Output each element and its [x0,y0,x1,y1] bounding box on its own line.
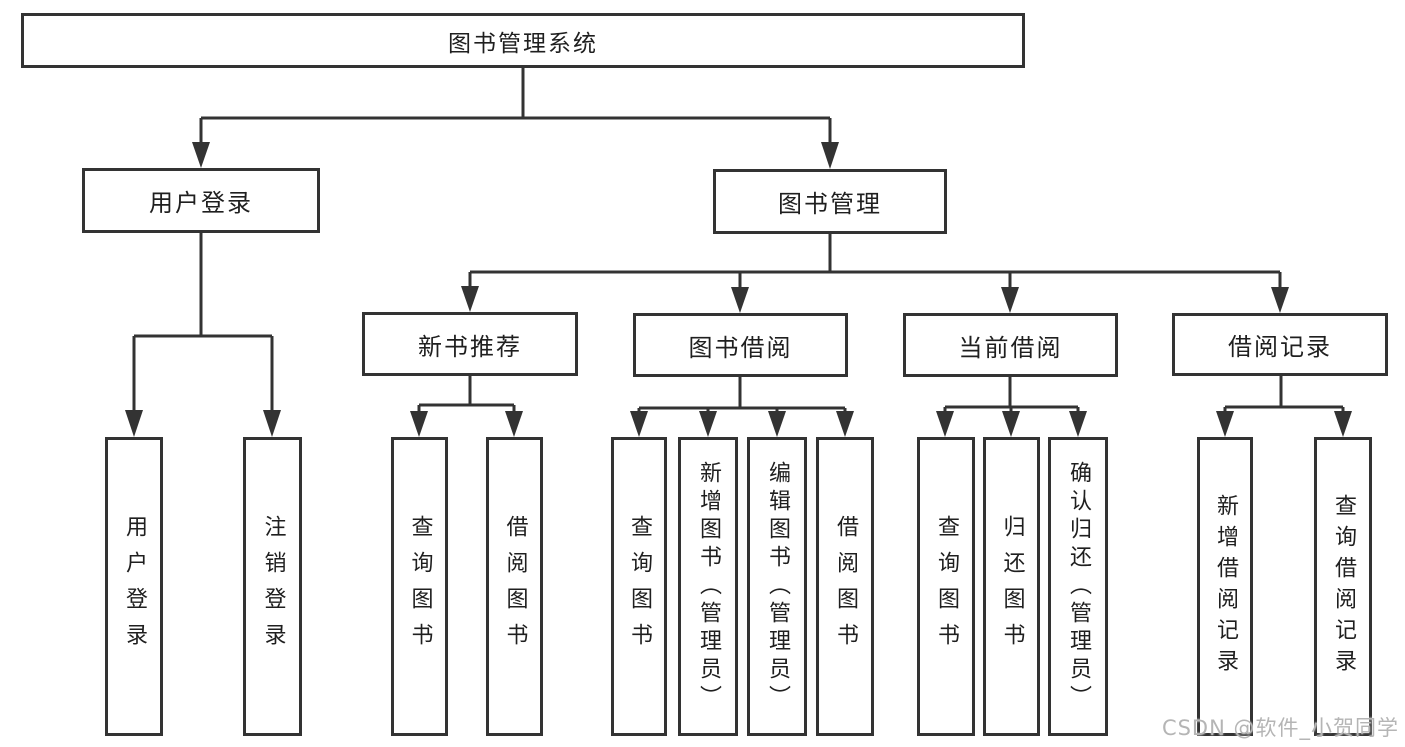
connector-records-to-leaves [1223,376,1345,413]
leaf-current-return-books: 归还图书 [983,437,1040,736]
arrowheads-current-leaves [936,411,1087,437]
arrowheads-level2 [192,142,839,169]
node-borrow-records: 借阅记录 [1172,313,1388,376]
leaf-newbook-borrow-books-label: 借阅图书 [502,514,528,659]
leaf-borrow-query-books-label: 查询图书 [627,514,652,659]
connector-book-mgmt-to-level3 [468,234,1282,288]
leaf-newbook-query-books: 查询图书 [391,437,448,736]
csdn-watermark: CSDN @软件_小贺同学 [1161,716,1399,740]
leaf-current-confirm-return-admin: 确认归还（管理员） [1048,437,1108,736]
leaf-newbook-borrow-books: 借阅图书 [486,437,543,736]
leaf-borrow-edit-books-admin-label: 编辑图书（管理员） [765,460,790,713]
leaf-records-query-record: 查询借阅记录 [1314,437,1372,736]
leaf-user-login-label: 用户登录 [122,514,147,659]
node-borrow-records-label: 借阅记录 [1228,333,1332,361]
leaf-records-query-record-label: 查询借阅记录 [1331,493,1356,680]
node-new-book-recommend: 新书推荐 [362,312,578,376]
node-user-login-group: 用户登录 [82,168,320,233]
leaf-newbook-query-books-label: 查询图书 [407,514,433,659]
node-book-borrow: 图书借阅 [633,313,848,377]
leaf-current-confirm-return-admin-label: 确认归还（管理员） [1066,460,1091,713]
node-book-management-group: 图书管理 [713,169,947,234]
leaf-records-add-record-label: 新增借阅记录 [1213,493,1238,680]
leaf-borrow-add-books-admin-label: 新增图书（管理员） [696,460,721,713]
node-book-management-group-label: 图书管理 [778,190,882,218]
arrowheads-records-leaves [1216,411,1352,437]
leaf-borrow-borrow-books: 借阅图书 [816,437,874,736]
node-current-borrow-label: 当前借阅 [958,333,1063,362]
leaf-borrow-edit-books-admin: 编辑图书（管理员） [747,437,807,736]
node-current-borrow: 当前借阅 [903,313,1118,377]
leaf-logout-label: 注销登录 [260,514,286,659]
arrowheads-borrow-leaves [630,411,854,437]
leaf-borrow-query-books: 查询图书 [611,437,667,736]
leaf-borrow-add-books-admin: 新增图书（管理员） [678,437,738,736]
leaf-user-login: 用户登录 [105,437,163,736]
node-book-borrow-label: 图书借阅 [688,333,793,362]
leaf-current-query-books-label: 查询图书 [934,514,959,659]
leaf-borrow-borrow-books-label: 借阅图书 [833,514,858,659]
node-library-system: 图书管理系统 [21,13,1025,68]
leaf-records-add-record: 新增借阅记录 [1197,437,1253,736]
connector-user-login-to-leaves [132,233,274,412]
leaf-logout: 注销登录 [243,437,302,736]
arrowheads-user-login-leaves [125,410,281,437]
node-library-system-label: 图书管理系统 [448,30,598,57]
connector-root-to-level2 [199,68,832,146]
node-new-book-recommend-label: 新书推荐 [418,332,522,361]
arrowheads-new-book-leaves [410,411,523,437]
arrowheads-level3 [461,286,1289,313]
connector-new-book-to-leaves [417,376,516,413]
connector-current-to-leaves [943,377,1080,413]
node-user-login-group-label: 用户登录 [149,189,253,217]
leaf-current-return-books-label: 归还图书 [999,514,1025,659]
connector-borrow-to-leaves [637,377,847,413]
leaf-current-query-books: 查询图书 [917,437,975,736]
